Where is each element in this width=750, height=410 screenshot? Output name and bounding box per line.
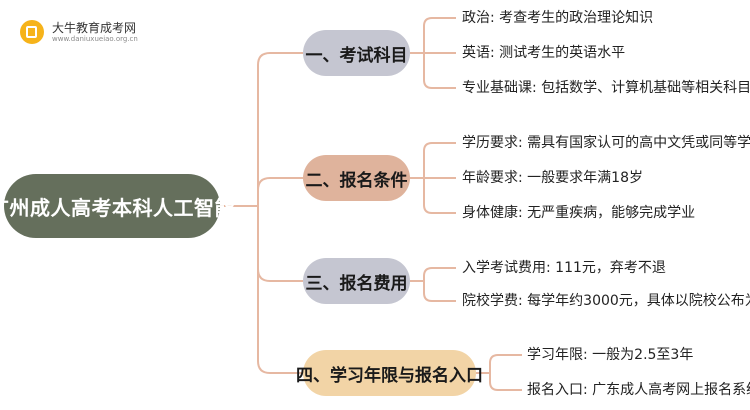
root-connector-3: [220, 205, 303, 374]
leaf-connector-0-2: [410, 52, 456, 89]
leaf-english: 英语: 测试考生的英语水平: [462, 45, 626, 61]
book-icon: [20, 20, 44, 44]
leaf-connector-2-0: [410, 267, 456, 282]
root-node: 广州成人高考本科人工智能: [0, 174, 235, 238]
logo-name: 大牛教育成考网: [52, 21, 137, 35]
root-connector-1: [220, 177, 303, 207]
leaf-tuition: 院校学费: 每学年约3000元，具体以院校公布为准: [462, 293, 750, 309]
site-logo: 大牛教育成考网 www.daniuxueiao.org.cn: [20, 18, 180, 48]
leaf-politics: 政治: 考查考生的政治理论知识: [462, 10, 654, 26]
branch-fees: 三、报名费用: [303, 258, 410, 304]
leaf-major-basics: 专业基础课: 包括数学、计算机基础等相关科目: [462, 80, 750, 96]
leaf-education-req: 学历要求: 需具有国家认可的高中文凭或同等学历: [462, 135, 750, 151]
leaf-connector-2-1: [410, 280, 456, 302]
leaf-exam-fee: 入学考试费用: 111元，弃考不退: [462, 260, 666, 276]
leaf-age-req: 年龄要求: 一般要求年满18岁: [462, 170, 643, 186]
leaf-connector-1-0: [410, 142, 456, 179]
leaf-connector-1-2: [410, 177, 456, 214]
leaf-study-years: 学习年限: 一般为2.5至3年: [527, 347, 694, 363]
leaf-signup-portal: 报名入口: 广东成人高考网上报名系统: [527, 382, 750, 398]
branch-requirements: 二、报名条件: [303, 155, 410, 201]
logo-url: www.daniuxueiao.org.cn: [52, 35, 138, 43]
branch-exam-subjects: 一、考试科目: [303, 30, 410, 76]
leaf-connector-0-0: [410, 17, 456, 54]
branch-duration-entry: 四、学习年限与报名入口: [296, 350, 483, 396]
root-connector-0: [220, 52, 303, 207]
leaf-connector-3-1: [476, 372, 522, 391]
leaf-connector-3-0: [476, 354, 522, 374]
leaf-health-req: 身体健康: 无严重疾病，能够完成学业: [462, 205, 696, 221]
